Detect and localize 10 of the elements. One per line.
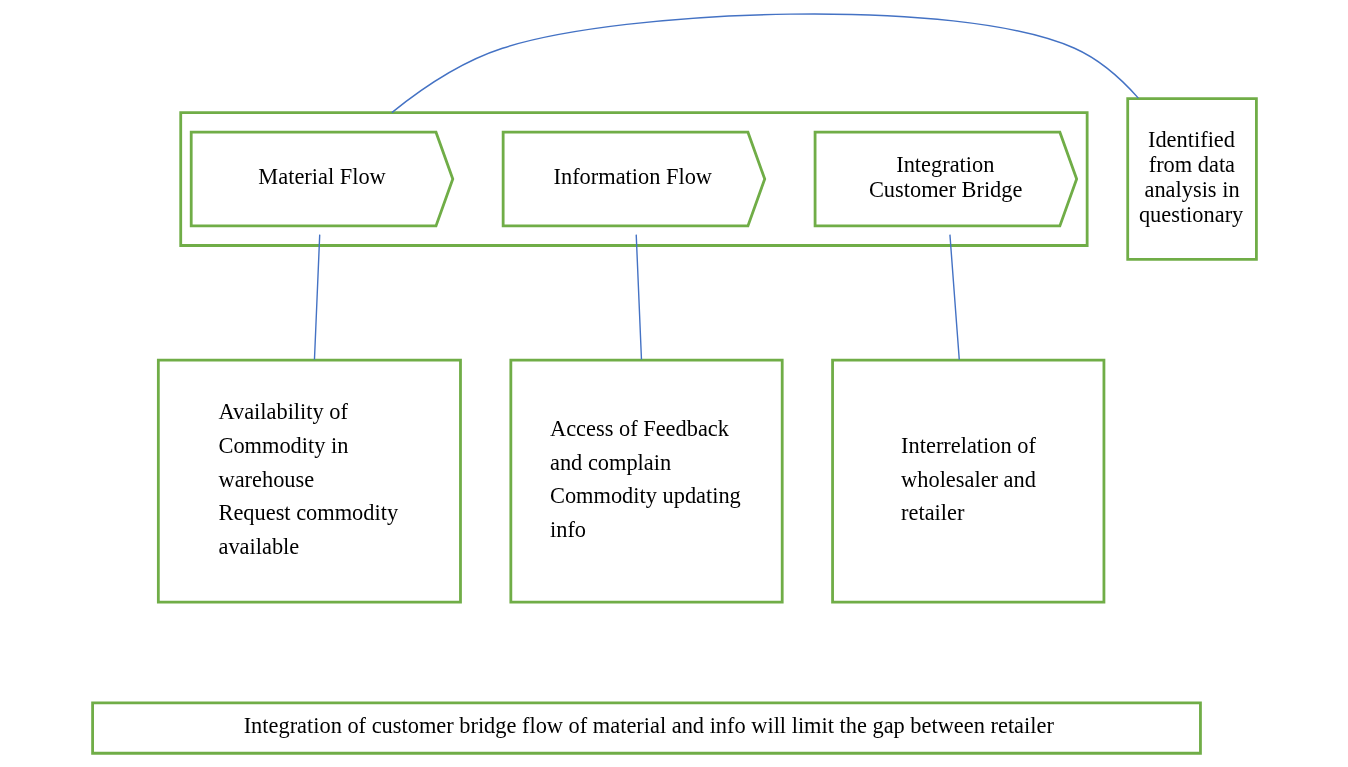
node-box: Identified from data analysis in questionary [1125,97,1258,261]
connector [390,13,1139,114]
node-box: Access of Feedback and complain Commodity updating info [508,358,784,604]
connector [635,233,642,361]
node-box: Interrelation of wholesaler and retailer [830,358,1105,604]
connector [948,233,960,361]
cluster [178,111,1089,247]
node-box: Integration of customer bridge flow of material and info will limit the gap between retailer [90,701,1202,755]
connector [313,233,320,361]
node-box: Availability of Commodity in warehouse Request commodity available [156,358,462,604]
